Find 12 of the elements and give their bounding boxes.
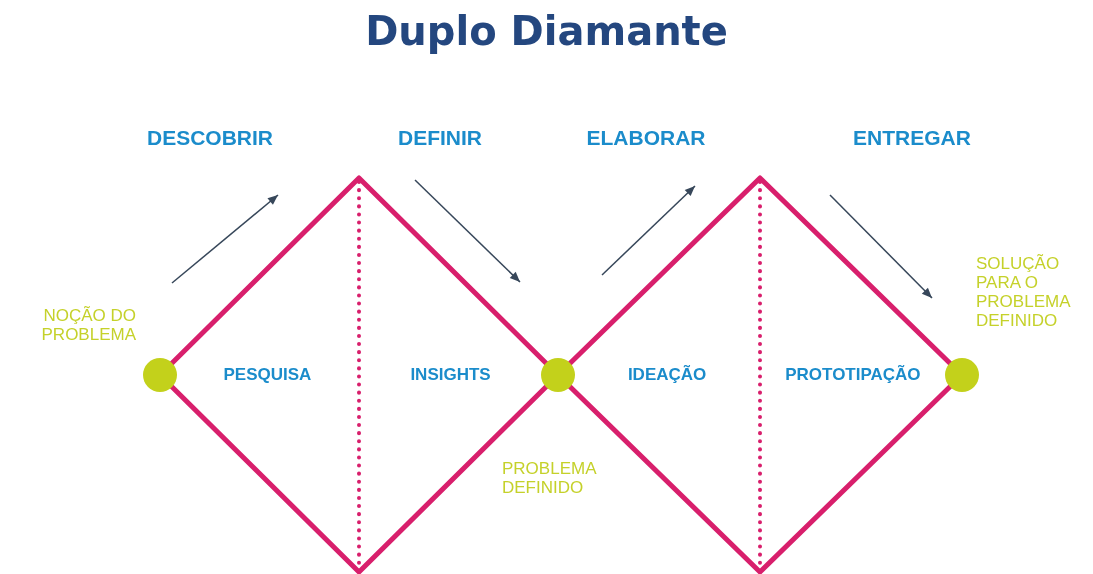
- phase-heading: DESCOBRIR: [147, 126, 273, 150]
- activity-label: INSIGHTS: [410, 365, 491, 385]
- stage-note: NOÇÃO DO PROBLEMA: [40, 306, 136, 344]
- phase-heading: ENTREGAR: [853, 126, 971, 150]
- title: Duplo Diamante: [364, 8, 729, 54]
- stage-note: PROBLEMA DEFINIDO: [502, 459, 598, 497]
- activity-label: IDEAÇÃO: [627, 365, 707, 385]
- activity-label: PESQUISA: [223, 365, 312, 385]
- stage-note: SOLUÇÃO PARA O PROBLEMA DEFINIDO: [976, 254, 1072, 330]
- activity-label: PROTOTIPAÇÃO: [785, 365, 921, 385]
- phase-heading: DEFINIR: [398, 126, 482, 150]
- phase-heading: ELABORAR: [586, 126, 706, 150]
